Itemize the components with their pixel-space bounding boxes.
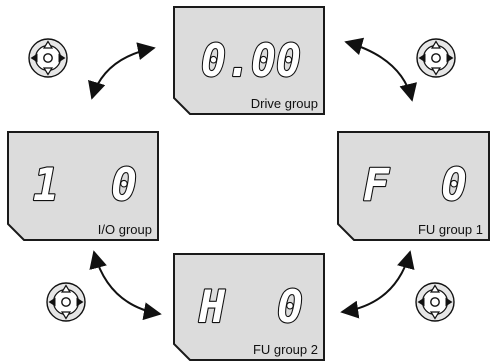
- fu-group-1-label: FU group 1: [418, 222, 483, 237]
- drive-group-readout: 0.00: [201, 36, 301, 87]
- arrow-fu1-to-fu2: [340, 250, 415, 319]
- fu-group-2-display: H 0 FU group 2: [173, 253, 325, 361]
- four-way-navigation-keypad-icon: [46, 282, 86, 322]
- fu-group-2-label: FU group 2: [253, 342, 318, 357]
- io-group-readout: 1 0: [33, 160, 137, 211]
- drive-group-display: 0.00 Drive group: [173, 6, 325, 115]
- io-group-display: 1 0 I/O group: [7, 131, 159, 241]
- fu-group-1-readout: F 0: [363, 160, 467, 211]
- fu-group-2-readout: H 0: [198, 282, 303, 333]
- four-way-navigation-keypad-icon: [416, 38, 456, 78]
- four-way-navigation-keypad-icon: [415, 282, 455, 322]
- arrow-io-to-fu2: [89, 250, 162, 321]
- arrow-drive-to-io: [88, 42, 156, 100]
- four-way-navigation-keypad-icon: [28, 38, 68, 78]
- arrow-drive-to-fu1: [344, 37, 417, 102]
- io-group-label: I/O group: [98, 222, 152, 237]
- drive-group-label: Drive group: [251, 96, 318, 111]
- fu-group-1-display: F 0 FU group 1: [337, 131, 490, 241]
